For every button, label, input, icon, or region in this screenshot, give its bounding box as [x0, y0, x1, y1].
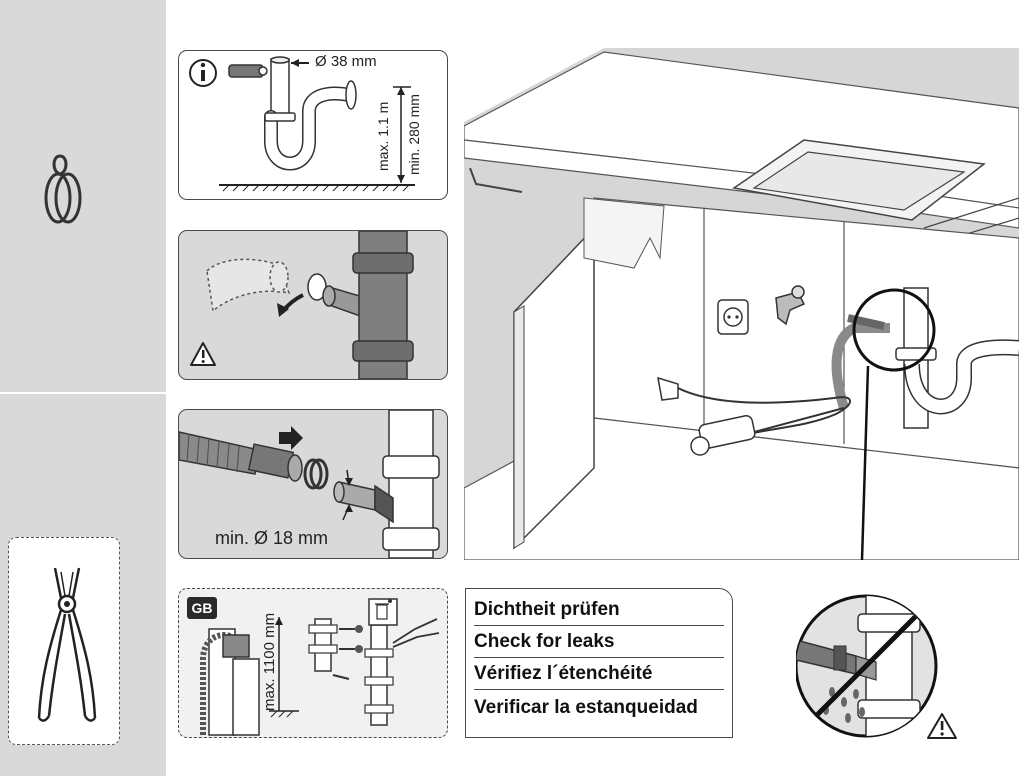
gb-badge: GB	[187, 597, 217, 619]
siphon-info-panel: Ø 38 mm max. 1.1 m min. 280 mm	[178, 50, 448, 200]
side-cutter-pliers-icon	[37, 567, 97, 722]
check-row-de: Dichtheit prüfen	[474, 595, 724, 626]
gb-panel: GB max. 1100 mm	[178, 588, 448, 738]
attach-hose-panel: min. Ø 18 mm	[178, 409, 448, 559]
check-for-leaks-box: Dichtheit prüfen Check for leaks Vérifie…	[465, 588, 733, 738]
check-row-es: Verificar la estanqueidad	[474, 697, 698, 718]
tool-box	[8, 537, 120, 745]
max-height-label-gb: max. 1100 mm	[261, 612, 278, 711]
warning-triangle-icon	[190, 342, 216, 366]
max-height-label: max. 1.1 m	[375, 101, 391, 171]
check-row-en: Check for leaks	[474, 627, 724, 658]
min-diameter-label: min. Ø 18 mm	[215, 528, 329, 548]
info-icon	[189, 59, 217, 87]
remove-cap-panel	[178, 230, 448, 380]
kitchen-installation-illustration	[463, 48, 1019, 561]
warning-triangle-icon	[927, 713, 957, 739]
leak-detail-circle	[794, 590, 976, 770]
check-row-fr: Vérifiez l´étenchéité	[474, 659, 724, 690]
min-height-label: min. 280 mm	[406, 94, 422, 175]
sidebar	[0, 0, 166, 776]
hose-clamp-icon	[38, 150, 88, 230]
sidebar-divider	[0, 392, 166, 394]
waste-bin-icon	[368, 598, 398, 626]
diameter-label: Ø 38 mm	[315, 53, 377, 70]
